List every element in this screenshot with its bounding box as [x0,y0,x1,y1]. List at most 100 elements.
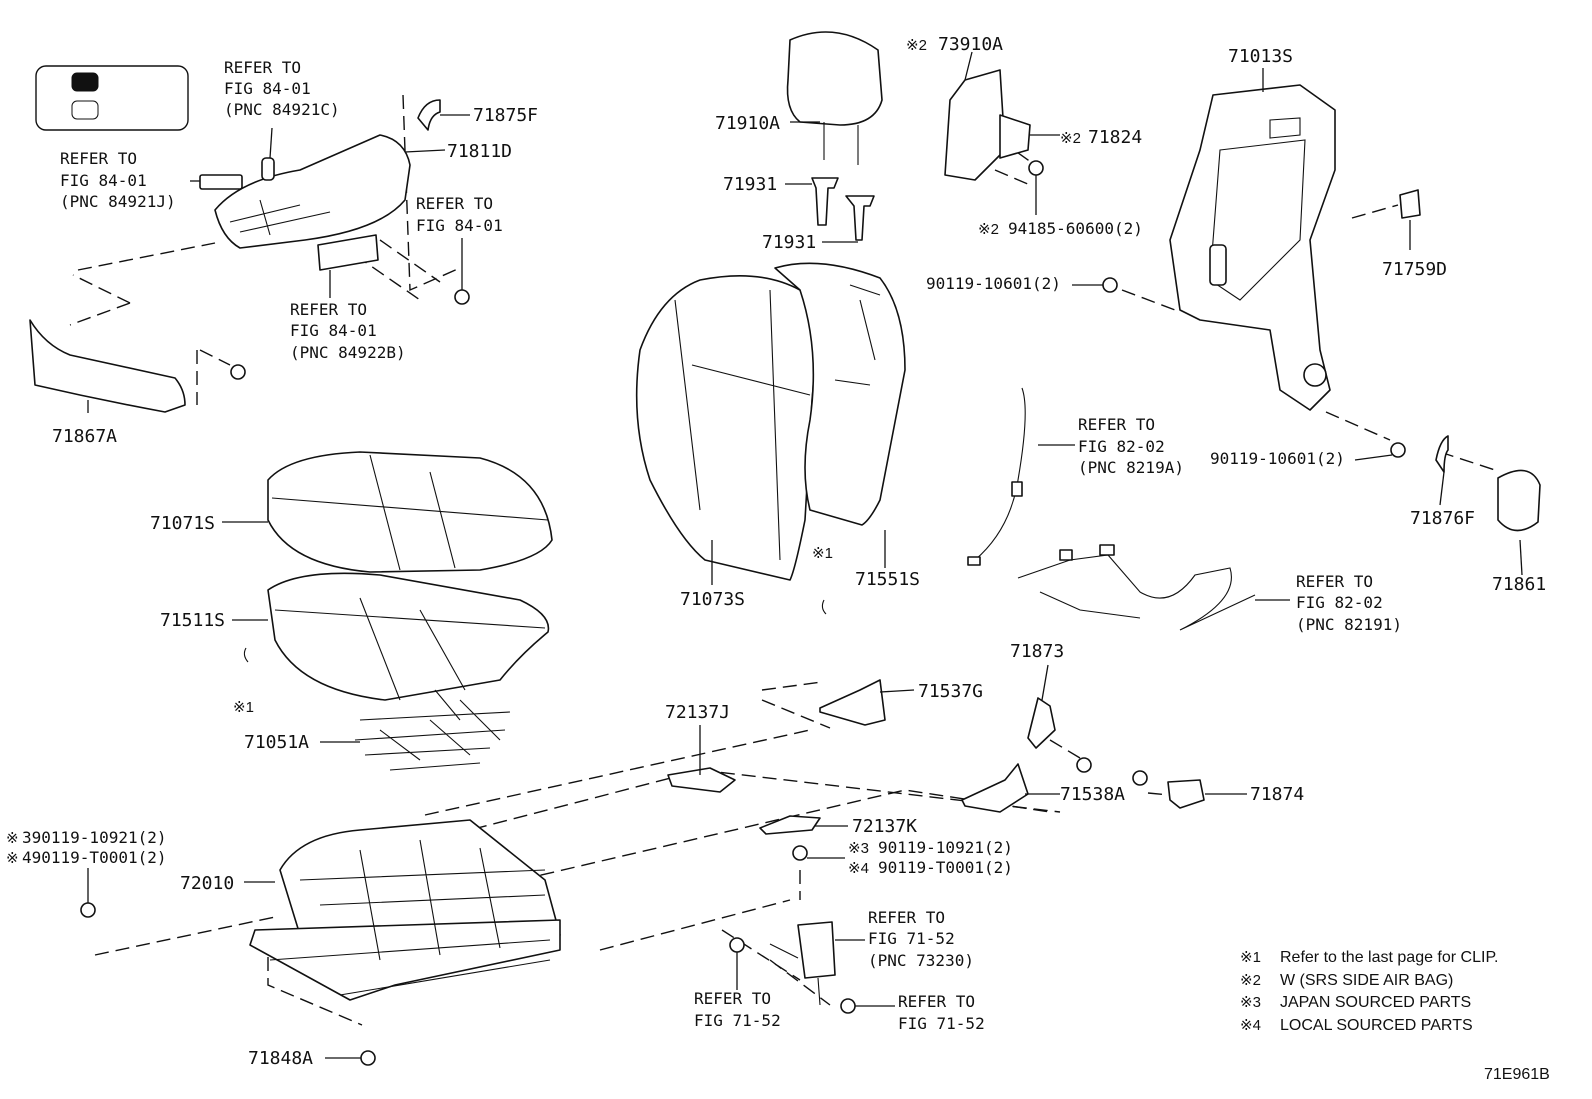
clip-71876F [1435,435,1449,473]
wire-harness-8219A [967,387,1026,566]
label-90119-T0001: 90119-T0001(2) [878,858,1013,877]
svg-text:FIG 84-01: FIG 84-01 [224,79,311,98]
label-72137J: 72137J [665,702,730,723]
footnotes: ※1 Refer to the last page for CLIP. ※2 W… [1240,949,1550,1083]
mark-left-3: ※ [6,830,19,847]
switch-84922B [317,234,379,271]
label-73910A: 73910A [938,34,1003,55]
mark-94185: ※2 [978,221,999,238]
label-71759D: 71759D [1382,259,1447,280]
bolt-71873 [1076,757,1092,773]
note-mark-4: ※4 [1240,1017,1261,1034]
svg-text:REFER TO: REFER TO [416,194,493,213]
svg-text:(PNC 84921C): (PNC 84921C) [224,100,340,119]
svg-text:FIG 82-02: FIG 82-02 [1078,437,1165,456]
clip-left [243,647,249,663]
svg-text:REFER TO: REFER TO [694,989,771,1008]
label-71875F: 71875F [473,105,538,126]
note-text-3: JAPAN SOURCED PARTS [1280,994,1471,1011]
refer-84922B: REFER TO FIG 84-01 (PNC 84922B) [290,300,406,362]
nut-71-52 [840,998,856,1014]
label-71071S: 71071S [150,513,215,534]
label-71013S: 71013S [1228,46,1293,67]
note-mark-2: ※2 [1240,972,1261,989]
bracket-71537G [819,679,886,726]
refer-82191: REFER TO FIG 82-02 (PNC 82191) [1296,572,1402,634]
svg-text:FIG 84-01: FIG 84-01 [60,171,147,190]
label-71910A: 71910A [715,113,780,134]
label-71874: 71874 [1250,784,1304,805]
nut-94185 [1028,160,1044,176]
svg-text:REFER TO: REFER TO [898,992,975,1011]
legend-box [35,65,189,131]
buckle-73230 [769,921,836,1006]
svg-text:REFER TO: REFER TO [868,908,945,927]
airbag-73910A [944,69,1031,181]
bolt-90119-center [792,845,808,861]
refer-84-01-screw: REFER TO FIG 84-01 [416,194,503,235]
cover-72137K [759,815,821,835]
label-71824: 71824 [1088,127,1142,148]
note-text-1: Refer to the last page for CLIP. [1280,949,1499,966]
svg-text:FIG 71-52: FIG 71-52 [898,1014,985,1033]
mark-japan-bolt: ※3 [848,840,869,857]
clip-center [821,599,827,615]
label-71537G: 71537G [918,681,983,702]
svg-text:FIG 71-52: FIG 71-52 [694,1011,781,1030]
seatback-frame-71013S [1169,84,1336,411]
seat-track-72010 [249,819,561,1001]
seat-cushion-cover-71071S [267,451,553,573]
label-71811D: 71811D [447,141,512,162]
label-71876F: 71876F [1410,508,1475,529]
leader-lines [87,51,1523,1059]
bolt-90119-lower [1390,442,1406,458]
label-71538A: 71538A [1060,784,1125,805]
svg-text:FIG 82-02: FIG 82-02 [1296,593,1383,612]
seat-side-shield-71811D [214,134,411,249]
label-71861: 71861 [1492,574,1546,595]
note-text-4: LOCAL SOURCED PARTS [1280,1017,1473,1034]
seatback-cover-71073S [635,274,816,581]
guide-71931-b [845,195,875,241]
bracket-71874 [1167,779,1205,809]
refer-73230: REFER TO FIG 71-52 (PNC 73230) [868,908,974,970]
front-cover-71867A [29,319,186,413]
label-90119-10921: 90119-10921(2) [878,838,1013,857]
svg-text:FIG 84-01: FIG 84-01 [416,216,503,235]
svg-text:REFER TO: REFER TO [60,149,137,168]
legend-filled-swatch-icon [71,72,99,92]
figure-code: 71E961B [1484,1066,1550,1083]
grommet-71-52 [729,937,745,953]
svg-text:REFER TO: REFER TO [1296,572,1373,591]
bolt-90119-upper [1102,277,1118,293]
refer-71-52-grommet: REFER TO FIG 71-52 [694,989,781,1030]
label-71848A: 71848A [248,1048,313,1069]
svg-text:REFER TO: REFER TO [224,58,301,77]
reference-marks: ※1 ※1 ※2 ※2 ※2 ※3 ※4 ※ ※ [6,37,1081,877]
label-71873: 71873 [1010,641,1064,662]
label-71551S: 71551S [855,569,920,590]
refer-8219A: REFER TO FIG 82-02 (PNC 8219A) [1078,415,1184,477]
svg-text:FIG 84-01: FIG 84-01 [290,321,377,340]
svg-text:(PNC 73230): (PNC 73230) [868,951,974,970]
svg-text:(PNC 8219A): (PNC 8219A) [1078,458,1184,477]
note-text-2: W (SRS SIDE AIR BAG) [1280,972,1453,989]
cover-72137J [667,767,736,793]
svg-text:FIG 71-52: FIG 71-52 [868,929,955,948]
seat-cushion-pad-71511S [267,572,550,701]
label-90119-10601-upper: 90119-10601(2) [926,274,1061,293]
label-71867A: 71867A [52,426,117,447]
mark-clip-center: ※1 [812,545,833,562]
svg-text:(PNC 84922B): (PNC 84922B) [290,343,406,362]
mark-left-4: ※ [6,850,19,867]
label-490119-T0001: 490119-T0001(2) [22,848,167,867]
clip-71759D [1399,189,1421,219]
svg-text:(PNC 84921J): (PNC 84921J) [60,192,176,211]
refer-84921J: REFER TO FIG 84-01 (PNC 84921J) [60,149,176,211]
svg-text:(PNC 82191): (PNC 82191) [1296,615,1402,634]
label-390119-10921: 390119-10921(2) [22,828,167,847]
label-71931-b: 71931 [762,232,816,253]
refer-blocks: REFER TO FIG 84-01 (PNC 84921C) REFER TO… [60,58,1402,1033]
mark-73910A: ※2 [906,37,927,54]
refer-71-52-nut: REFER TO FIG 71-52 [898,992,985,1033]
